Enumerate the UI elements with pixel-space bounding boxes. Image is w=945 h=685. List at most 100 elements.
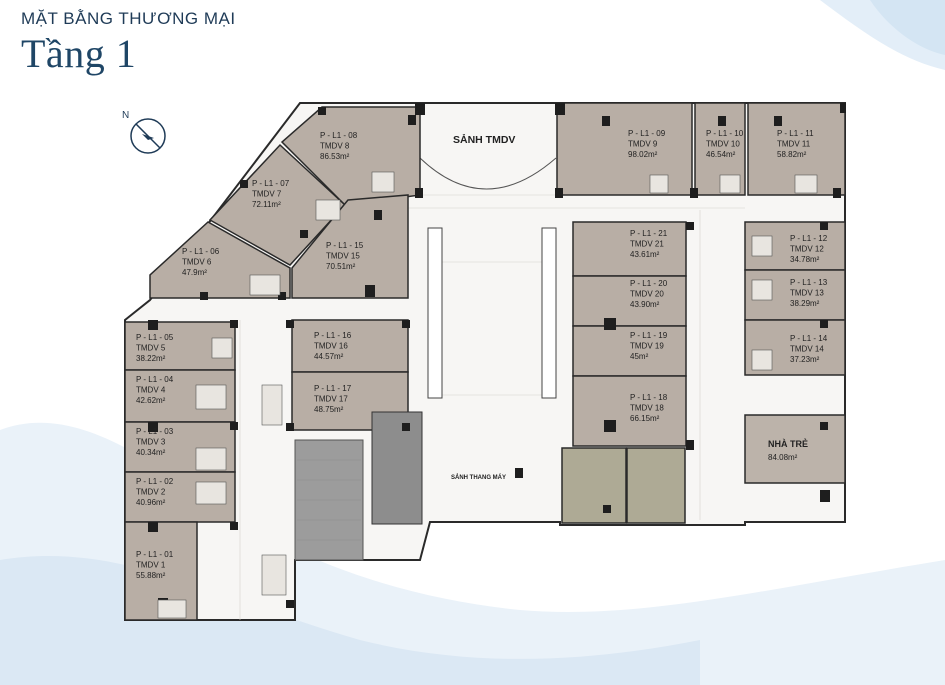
- unit-07-shape: [208, 143, 347, 266]
- unit-area: 38.22m²: [136, 354, 166, 363]
- unit-code: P - L1 - 09: [628, 129, 666, 138]
- unit-name: TMDV 5: [136, 344, 166, 353]
- unit-code: P - L1 - 04: [136, 375, 174, 384]
- unit-code: P - L1 - 01: [136, 550, 174, 559]
- escalator-left: [427, 227, 443, 399]
- unit-code: P - L1 - 10: [706, 129, 744, 138]
- page-title: Tầng 1: [21, 31, 137, 76]
- unit-code: P - L1 - 06: [182, 247, 220, 256]
- unit-area: 42.62m²: [136, 396, 166, 405]
- unit-area: 47.9m²: [182, 268, 207, 277]
- structural-columns: [148, 103, 846, 608]
- elevator-lobby-label: SẢNH THANG MÁY: [451, 474, 506, 481]
- olive-block-right: [626, 447, 686, 524]
- lobby-arch: [419, 157, 557, 190]
- unit-code: P - L1 - 14: [790, 334, 828, 343]
- unit-name: TMDV 19: [630, 342, 664, 351]
- unit-15-shape: [291, 194, 409, 299]
- unit-name: TMDV 7: [252, 190, 282, 199]
- unit-code: P - L1 - 21: [630, 229, 668, 238]
- unit-name: TMDV 13: [790, 289, 824, 298]
- north-arrow-icon: N: [122, 110, 166, 154]
- unit-name: TMDV 3: [136, 438, 166, 447]
- unit-name: TMDV 15: [326, 252, 360, 261]
- lobby-label: SẢNH TMDV: [453, 133, 515, 146]
- unit-name: TMDV 14: [790, 345, 824, 354]
- unit-area: 72.11m²: [252, 200, 281, 209]
- unit-code: P - L1 - 17: [314, 384, 352, 393]
- unit-name: TMDV 12: [790, 245, 824, 254]
- unit-code: P - L1 - 20: [630, 279, 668, 288]
- unit-code: P - L1 - 18: [630, 393, 668, 402]
- unit-code: P - L1 - 02: [136, 477, 174, 486]
- escalator-right: [541, 227, 557, 399]
- unit-name: TMDV 17: [314, 395, 348, 404]
- unit-code: P - L1 - 15: [326, 241, 364, 250]
- unit-name: TMDV 11: [777, 140, 811, 149]
- unit-code: P - L1 - 07: [252, 179, 290, 188]
- unit-area: 34.78m²: [790, 255, 820, 264]
- unit-16-shape: [291, 319, 409, 373]
- unit-21-shape: [572, 221, 687, 277]
- unit-19-shape: [572, 325, 687, 377]
- unit-20-shape: [572, 275, 687, 327]
- unit-code: P - L1 - 03: [136, 427, 174, 436]
- page-subtitle: MẶT BẰNG THƯƠNG MẠI: [21, 9, 236, 28]
- unit-area: 98.02m²: [628, 150, 658, 159]
- svg-text:N: N: [122, 110, 129, 121]
- unit-name: TMDV 21: [630, 240, 664, 249]
- unit-area: 45m²: [630, 352, 649, 361]
- unit-name: TMDV 10: [706, 140, 740, 149]
- unit-area: 43.90m²: [630, 300, 660, 309]
- unit-code: P - L1 - 08: [320, 131, 358, 140]
- unit-area: 70.51m²: [326, 262, 356, 271]
- unit-area: 43.61m²: [630, 250, 660, 259]
- unit-area: 48.75m²: [314, 405, 344, 414]
- unit-code: P - L1 - 11: [777, 129, 814, 138]
- olive-block-left: [561, 447, 627, 524]
- unit-code: P - L1 - 19: [630, 331, 668, 340]
- unit-area: 55.88m²: [136, 571, 166, 580]
- unit-area: 46.54m²: [706, 150, 736, 159]
- unit-code: P - L1 - 12: [790, 234, 828, 243]
- nursery-shape: [744, 414, 846, 484]
- unit-area: 58.82m²: [777, 150, 807, 159]
- unit-name: TMDV 16: [314, 342, 348, 351]
- unit-18-shape: [572, 375, 687, 447]
- unit-name: TMDV 20: [630, 290, 664, 299]
- unit-name: TMDV 6: [182, 258, 212, 267]
- unit-name: TMDV 2: [136, 488, 166, 497]
- unit-code: P - L1 - 05: [136, 333, 174, 342]
- unit-code: P - L1 - 13: [790, 278, 828, 287]
- unit-name: TMDV 1: [136, 561, 166, 570]
- core-elevator: [371, 411, 423, 525]
- unit-area: 40.96m²: [136, 498, 166, 507]
- unit-name: TMDV 4: [136, 386, 166, 395]
- unit-area: 66.15m²: [630, 414, 660, 423]
- unit-code: P - L1 - 16: [314, 331, 352, 340]
- unit-name: TMDV 18: [630, 404, 664, 413]
- nursery-area: 84.08m²: [768, 453, 798, 462]
- unit-name: TMDV 8: [320, 142, 350, 151]
